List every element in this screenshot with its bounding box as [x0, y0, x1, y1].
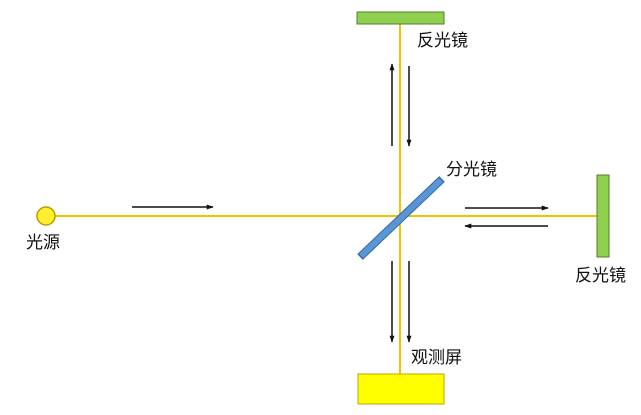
label-beam-splitter: 分光镜 — [446, 160, 497, 180]
label-observation-screen: 观测屏 — [411, 348, 462, 368]
top-mirror — [356, 11, 445, 25]
label-right-mirror: 反光镜 — [575, 266, 626, 286]
right-mirror — [596, 174, 610, 258]
light-source — [36, 206, 56, 226]
label-top-mirror: 反光镜 — [417, 31, 468, 51]
beam-splitter-fill — [358, 177, 444, 259]
observation-screen — [357, 373, 445, 405]
label-light-source: 光源 — [26, 233, 60, 253]
